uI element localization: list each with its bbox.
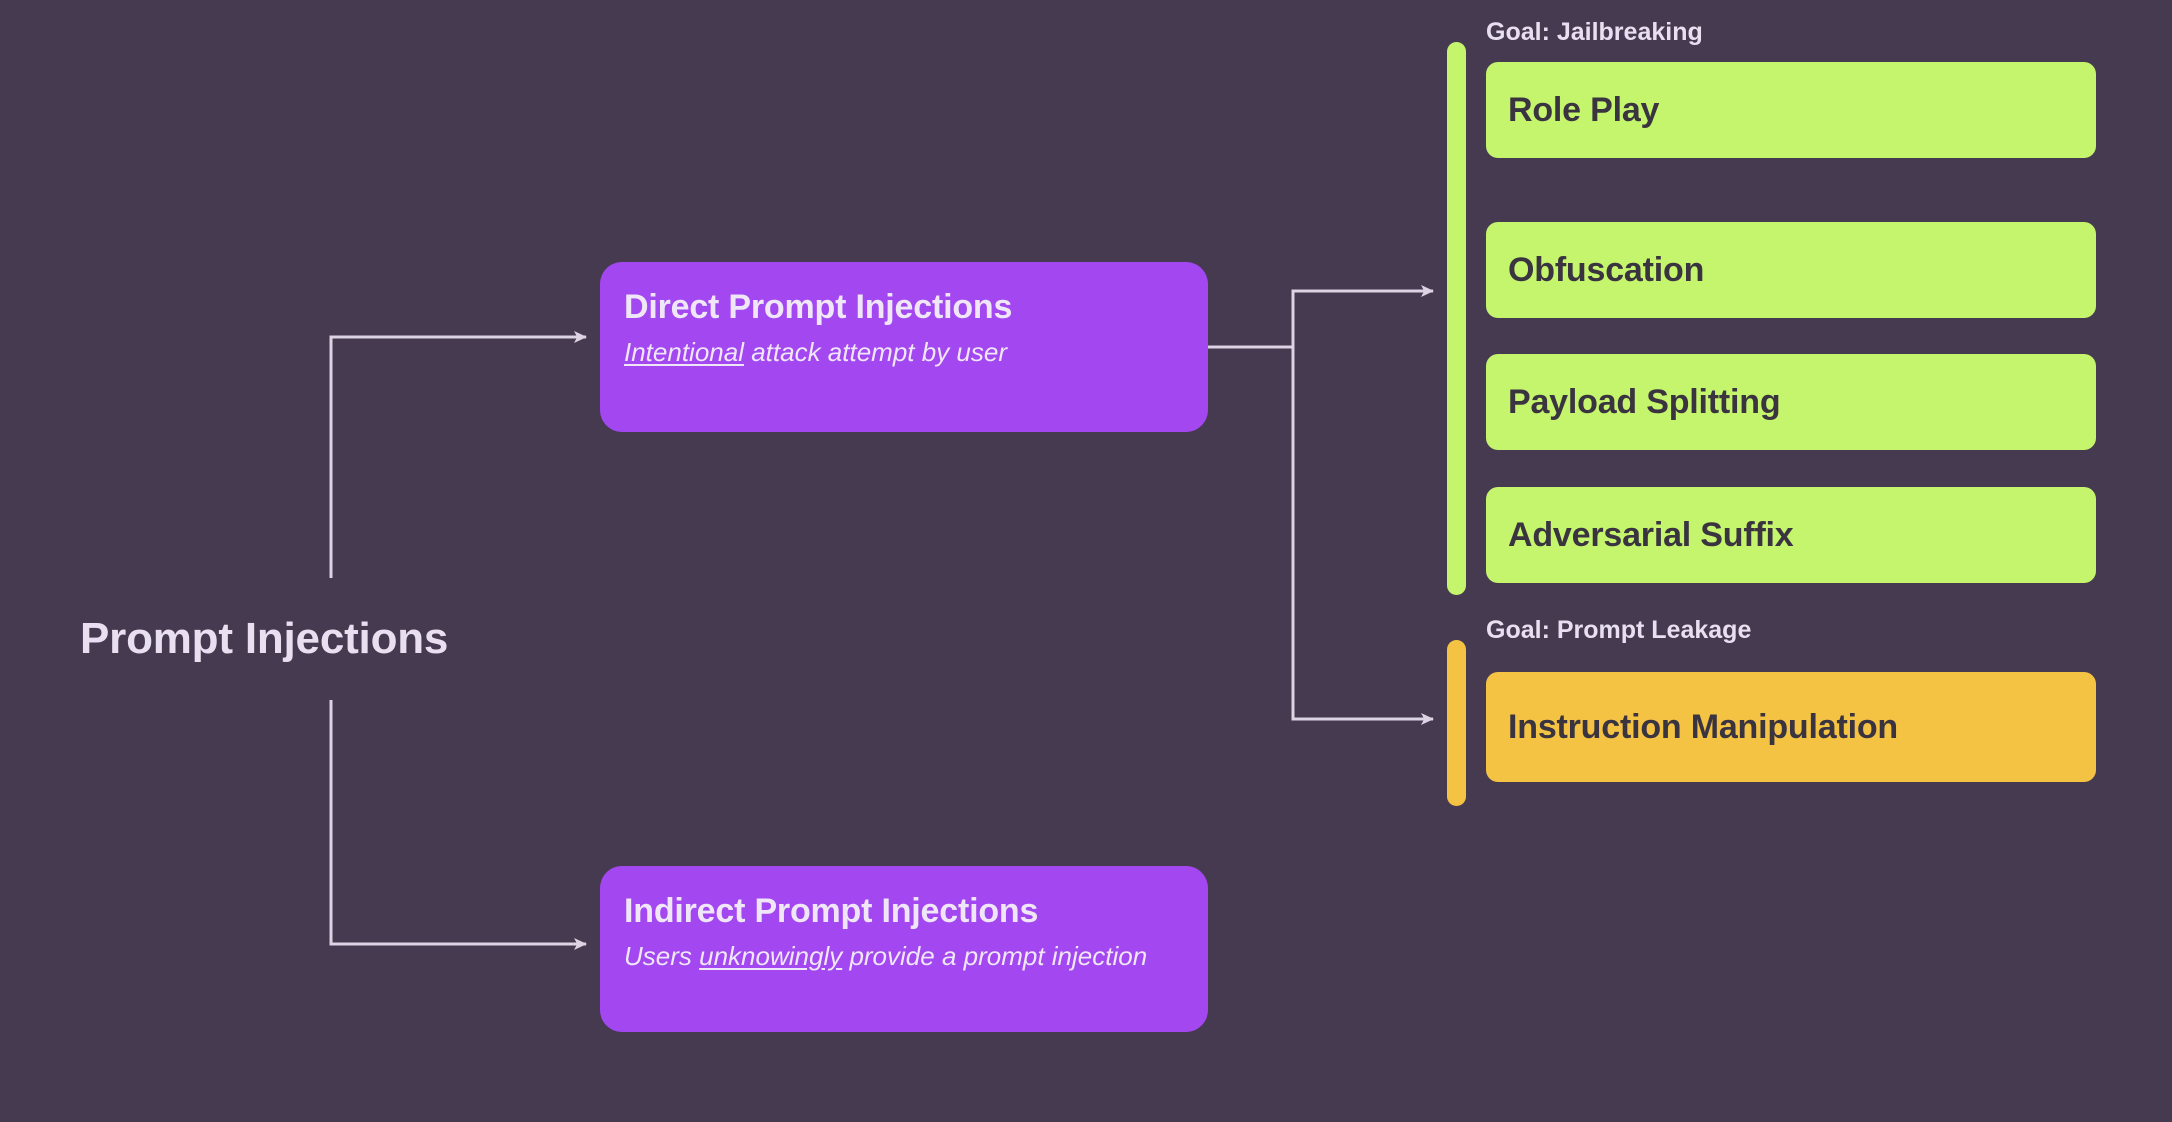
leaf-role-play[interactable]: Role Play <box>1486 62 2096 158</box>
leaf-adversarial-suffix[interactable]: Adversarial Suffix <box>1486 487 2096 583</box>
node-title: Indirect Prompt Injections <box>624 892 1039 930</box>
edge-direct-to-prompt-leakage <box>1291 347 1434 725</box>
leaf-label: Instruction Manipulation <box>1508 707 1898 746</box>
leaf-label: Adversarial Suffix <box>1508 515 1794 554</box>
node-direct-prompt-injections[interactable]: Direct Prompt Injections Intentional att… <box>600 262 1208 432</box>
node-subtitle: Users unknowingly provide a prompt injec… <box>624 941 1184 972</box>
leaf-payload-splitting[interactable]: Payload Splitting <box>1486 354 2096 450</box>
edge-root-to-direct <box>329 331 587 578</box>
node-subtitle: Intentional attack attempt by user <box>624 337 1184 368</box>
node-indirect-prompt-injections[interactable]: Indirect Prompt Injections Users unknowi… <box>600 866 1208 1032</box>
group-heading: Goal: Prompt Leakage <box>1486 616 1752 644</box>
edge-root-to-indirect <box>329 700 587 950</box>
leaf-obfuscation[interactable]: Obfuscation <box>1486 222 2096 318</box>
leaf-label: Obfuscation <box>1508 250 1705 289</box>
node-title: Direct Prompt Injections <box>624 288 1013 326</box>
node-subtitle-emphasis: unknowingly <box>699 941 843 972</box>
leaf-instruction-manipulation[interactable]: Instruction Manipulation <box>1486 672 2096 782</box>
edge-direct-to-jailbreaking <box>1291 285 1434 347</box>
group-bracket-bar <box>1447 640 1466 806</box>
leaf-label: Role Play <box>1508 90 1660 129</box>
node-subtitle-rest: provide a prompt injection <box>842 941 1148 972</box>
node-subtitle-lead: Users <box>624 941 700 972</box>
node-subtitle-emphasis: Intentional <box>624 337 744 368</box>
leaf-label: Payload Splitting <box>1508 382 1781 421</box>
group-heading: Goal: Jailbreaking <box>1486 18 1703 46</box>
node-subtitle-rest: attack attempt by user <box>743 337 1007 368</box>
group-bracket-bar <box>1447 42 1466 595</box>
root-node-label: Prompt Injections <box>80 614 449 663</box>
